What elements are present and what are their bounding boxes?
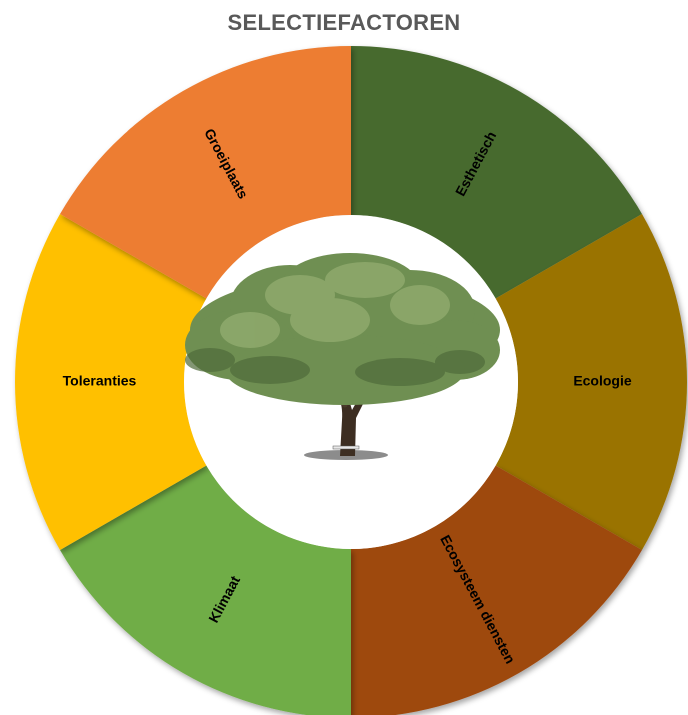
segment-esthetisch xyxy=(351,46,642,299)
segment-label: Toleranties xyxy=(63,373,137,389)
segment-klimaat xyxy=(60,465,351,715)
segment-label: Ecologie xyxy=(573,373,632,389)
segment-groeiplaats xyxy=(60,46,351,299)
tree-illustration xyxy=(185,253,500,460)
segment-ecologie xyxy=(495,214,687,550)
segment-ecosysteem-diensten xyxy=(351,465,642,715)
diagram-title: SELECTIEFACTOREN xyxy=(227,10,461,35)
segment-toleranties xyxy=(14,214,207,550)
